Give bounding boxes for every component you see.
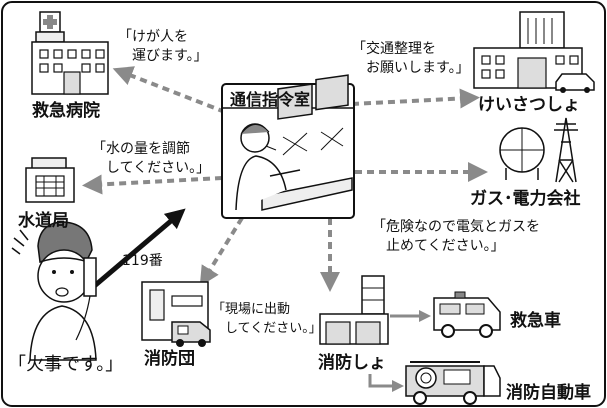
fire-truck-icon bbox=[405, 361, 501, 405]
message-water: 「水の量を調節 してください。」 bbox=[92, 141, 211, 176]
gas-label: ガス･電力会社 bbox=[470, 189, 581, 209]
fire-corps-icon bbox=[141, 281, 211, 347]
water-bureau-icon bbox=[25, 157, 75, 203]
firestation-label: 消防しょ bbox=[318, 353, 386, 373]
arrow-to-hospital bbox=[112, 66, 226, 114]
ambulance-label: 救急車 bbox=[510, 311, 561, 331]
hospital-label: 救急病院 bbox=[32, 101, 100, 121]
command-room-title: 通信指令室 bbox=[230, 90, 311, 109]
message-gas: 「危険なので電気とガスを 止めてください。」 bbox=[372, 219, 540, 254]
call-number-label: 119番 bbox=[122, 253, 163, 269]
arrow-to-water bbox=[82, 174, 223, 195]
command-room bbox=[221, 74, 355, 219]
fire-station-icon bbox=[319, 275, 389, 345]
firetruck-label: 消防自動車 bbox=[506, 383, 591, 403]
message-hospital: 「けが人を 運びます。」 bbox=[118, 29, 208, 64]
arrow-to-firetruck bbox=[368, 374, 404, 392]
ambulance-icon bbox=[433, 291, 501, 338]
dispatch-arrows bbox=[82, 66, 488, 292]
message-police: 「交通整理を お願いします。」 bbox=[352, 41, 470, 76]
police-station-icon bbox=[473, 11, 595, 93]
caller-person-icon bbox=[11, 221, 97, 361]
arrow-to-police bbox=[351, 88, 480, 109]
firecorps-label: 消防団 bbox=[144, 349, 195, 369]
police-label: けいさつしょ bbox=[478, 95, 580, 115]
arrow-to-firecorps bbox=[199, 216, 244, 287]
water-label: 水道局 bbox=[18, 211, 69, 231]
message-firecorps: 「現場に出動 してください。」 bbox=[212, 302, 322, 336]
message-caller: 「火事です。」 bbox=[8, 354, 124, 375]
hospital-icon bbox=[31, 11, 109, 95]
call-arrow bbox=[90, 208, 186, 290]
gas-power-company-icon bbox=[499, 117, 578, 183]
